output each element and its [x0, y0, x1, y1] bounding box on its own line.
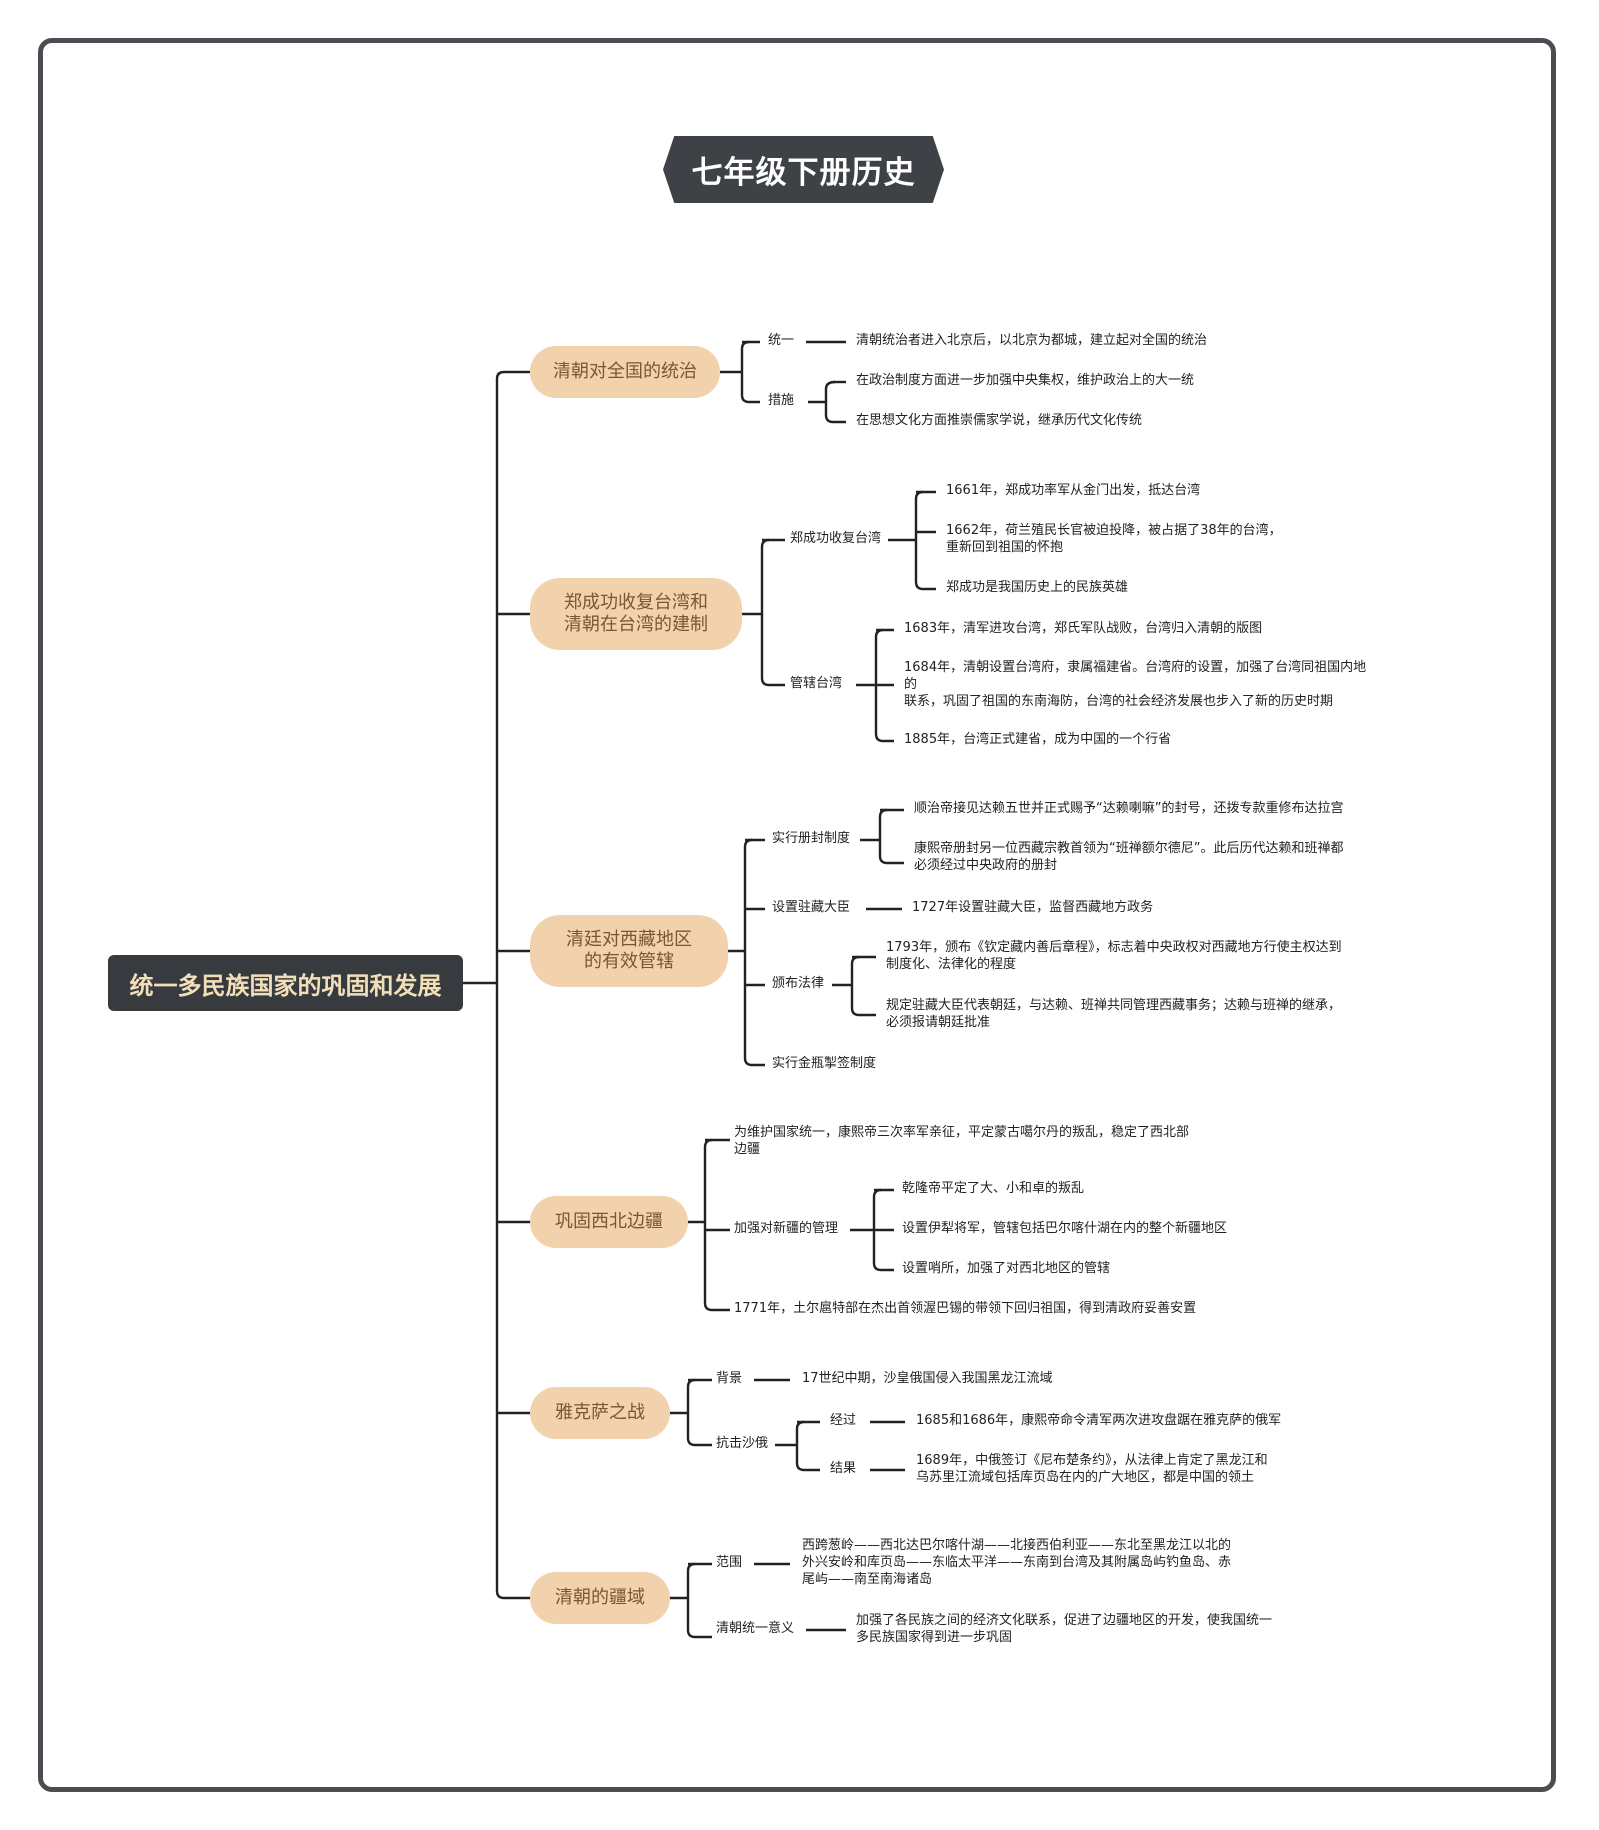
branch-node-taiwan: 郑成功收复台湾和 清朝在台湾的建制	[530, 578, 742, 650]
node-label: 统一	[768, 333, 795, 348]
node-text: 制度化、法律化的程度	[886, 957, 1017, 972]
node-text: 1771年，土尔扈特部在杰出首领渥巴锡的带领下回归祖国，得到清政府妥善安置	[734, 1301, 1197, 1316]
node-text: 1661年，郑成功率军从金门出发，抵达台湾	[946, 483, 1201, 498]
connector	[760, 538, 785, 687]
node-text: 外兴安岭和库页岛——东临太平洋——东南到台湾及其附属岛屿钓鱼岛、赤	[802, 1555, 1232, 1570]
connector	[495, 370, 530, 380]
node-label: 抗击沙俄	[716, 1436, 769, 1451]
root-label: 统一多民族国家的巩固和发展	[129, 971, 442, 1000]
node-label: 实行册封制度	[772, 831, 851, 846]
node-text: 乌苏里江流域包括库页岛在内的广大地区，都是中国的领土	[916, 1470, 1255, 1485]
node-label: 经过	[830, 1413, 857, 1428]
node-text: 顺治帝接见达赖五世并正式赐予“达赖喇嘛”的封号，还拨专款重修布达拉宫	[914, 801, 1344, 816]
node-text: 1885年，台湾正式建省，成为中国的一个行省	[904, 732, 1172, 747]
connector	[743, 838, 765, 1067]
node-text: 设置伊犁将军，管辖包括巴尔喀什湖在内的整个新疆地区	[902, 1221, 1228, 1236]
branch-node-territory: 清朝的疆域	[530, 1572, 670, 1624]
node-text: 尾屿——南至南海诸岛	[802, 1572, 933, 1587]
node-text: 1727年设置驻藏大臣，监督西藏地方政务	[912, 900, 1154, 915]
node-label: 结果	[830, 1461, 857, 1476]
connector	[824, 380, 846, 424]
node-text: 清朝统治者进入北京后，以北京为都城，建立起对全国的统治	[856, 333, 1208, 348]
node-text: 联系，巩固了祖国的东南海防，台湾的社会经济发展也步入了新的历史时期	[904, 694, 1334, 709]
node-label: 郑成功收复台湾	[790, 531, 882, 546]
node-label: 实行金瓶掣签制度	[772, 1056, 877, 1071]
node-text: 1685和1686年，康熙帝命令清军两次进攻盘踞在雅克萨的俄军	[916, 1413, 1282, 1428]
node-text: 设置哨所，加强了对西北地区的管辖	[902, 1261, 1111, 1276]
node-text: 1689年，中俄签订《尼布楚条约》，从法律上肯定了黑龙江和	[916, 1453, 1268, 1468]
node-text: 在政治制度方面进一步加强中央集权，维护政治上的大一统	[856, 373, 1195, 388]
node-text: 西跨葱岭——西北达巴尔喀什湖——北接西伯利亚——东北至黑龙江以北的	[802, 1538, 1232, 1553]
connector	[686, 1562, 712, 1639]
node-text: 必须报请朝廷批准	[886, 1015, 991, 1030]
node-text: 边疆	[734, 1142, 761, 1157]
node-text: 康熙帝册封另一位西藏宗教首领为“班禅额尔德尼”。此后历代达赖和班禅都	[914, 841, 1344, 856]
node-text: 在思想文化方面推崇儒家学说，继承历代文化传统	[856, 413, 1143, 428]
node-label: 加强对新疆的管理	[734, 1221, 839, 1236]
node-text: 郑成功是我国历史上的民族英雄	[946, 580, 1129, 595]
node-text: 1684年，清朝设置台湾府，隶属福建省。台湾府的设置，加强了台湾同祖国内地	[904, 660, 1367, 675]
node-text: 1683年，清军进攻台湾，郑氏军队战败，台湾归入清朝的版图	[904, 621, 1263, 636]
connector	[703, 1138, 730, 1312]
connector	[878, 808, 904, 865]
branch-node-qing-rule: 清朝对全国的统治	[530, 346, 720, 398]
node-text: 1662年，荷兰殖民长官被迫投降，被占据了38年的台湾，	[946, 523, 1282, 538]
node-label: 清朝统一意义	[716, 1621, 795, 1636]
title-banner: 七年级下册历史	[663, 136, 944, 203]
connector	[850, 955, 876, 1017]
node-label: 背景	[716, 1371, 743, 1386]
connector	[740, 340, 760, 404]
root-node: 统一多民族国家的巩固和发展	[108, 955, 463, 1011]
node-text: 加强了各民族之间的经济文化联系，促进了边疆地区的开发，使我国统一	[856, 1613, 1273, 1628]
map-title: 七年级下册历史	[691, 155, 916, 191]
connector	[795, 1420, 820, 1472]
node-label: 颁布法律	[772, 976, 825, 991]
node-text: 1793年，颁布《钦定藏内善后章程》，标志着中央政权对西藏地方行使主权达到	[886, 940, 1342, 955]
node-text: 多民族国家得到进一步巩固	[856, 1630, 1013, 1645]
connector	[495, 1590, 530, 1600]
node-label: 范围	[716, 1555, 743, 1570]
mindmap-frame	[38, 38, 1556, 1792]
branch-node-northwest: 巩固西北边疆	[530, 1196, 688, 1248]
branch-node-yaksa: 雅克萨之战	[530, 1387, 670, 1439]
node-text: 17世纪中期，沙皇俄国侵入我国黑龙江流域	[802, 1371, 1053, 1386]
connector	[686, 1378, 712, 1447]
node-text: 规定驻藏大臣代表朝廷，与达赖、班禅共同管理西藏事务；达赖与班禅的继承，	[886, 998, 1342, 1013]
connector	[914, 490, 936, 591]
node-text: 乾隆帝平定了大、小和卓的叛乱	[902, 1181, 1085, 1196]
node-text: 重新回到祖国的怀抱	[946, 540, 1064, 555]
node-label: 管辖台湾	[790, 676, 843, 691]
branch-node-tibet: 清廷对西藏地区 的有效管辖	[530, 915, 728, 987]
node-text: 必须经过中央政府的册封	[914, 858, 1058, 873]
node-label: 设置驻藏大臣	[772, 900, 851, 915]
node-label: 措施	[768, 393, 795, 408]
node-text: 的	[904, 677, 918, 692]
node-text: 为维护国家统一，康熙帝三次率军亲征，平定蒙古噶尔丹的叛乱，稳定了西北部	[734, 1125, 1190, 1140]
